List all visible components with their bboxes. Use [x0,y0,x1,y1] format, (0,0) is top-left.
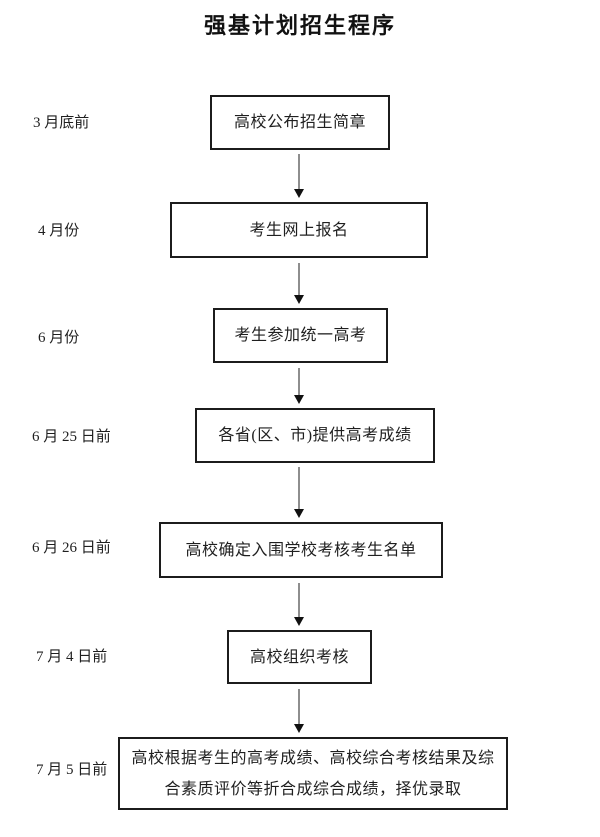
step-date-2: 4 月份 [38,223,80,239]
step-date-5: 6 月 26 日前 [32,540,111,556]
down-arrow-icon-1 [292,154,306,198]
flow-step-box-5: 高校确定入围学校考核考生名单 [159,522,443,578]
down-arrow-icon-6 [292,689,306,733]
down-arrow-icon-3 [292,368,306,404]
flow-step-box-1: 高校公布招生简章 [210,95,390,150]
flow-step-box-3: 考生参加统一高考 [213,308,388,363]
step-date-4: 6 月 25 日前 [32,429,111,445]
step-date-3: 6 月份 [38,330,80,346]
down-arrow-icon-2 [292,263,306,304]
step-date-7: 7 月 5 日前 [36,762,108,778]
step-date-1: 3 月底前 [33,115,90,131]
down-arrow-icon-5 [292,583,306,626]
down-arrow-icon-4 [292,467,306,518]
step-date-6: 7 月 4 日前 [36,649,108,665]
flow-step-box-4: 各省(区、市)提供高考成绩 [195,408,435,463]
flow-step-box-2: 考生网上报名 [170,202,428,258]
flow-step-box-7: 高校根据考生的高考成绩、高校综合考核结果及综合素质评价等折合成综合成绩，择优录取 [118,737,508,810]
page-title: 强基计划招生程序 [203,13,396,38]
flow-step-box-6: 高校组织考核 [227,630,372,684]
